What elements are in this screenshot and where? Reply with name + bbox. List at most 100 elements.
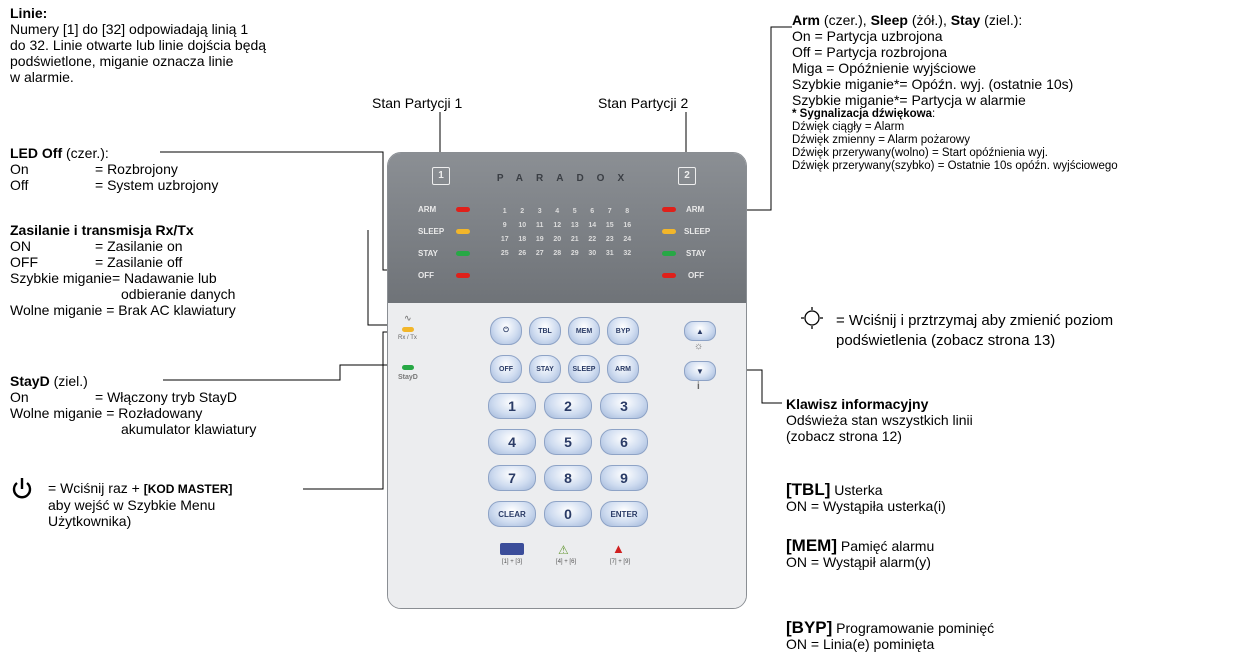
sleep-key[interactable]: SLEEP xyxy=(568,355,600,383)
mem-line: ON = Wystąpił alarm(y) xyxy=(786,554,931,570)
byp-key-button[interactable]: BYP xyxy=(607,317,639,345)
zone-led-number: 19 xyxy=(535,236,544,243)
key-6[interactable]: 6 xyxy=(600,429,648,455)
stayd-key: On xyxy=(10,389,29,405)
mem-key-button[interactable]: MEM xyxy=(568,317,600,345)
arm-title: Arm xyxy=(792,12,821,28)
stay-key[interactable]: STAY xyxy=(529,355,561,383)
arm-line: Off = Partycja rozbrojona xyxy=(792,44,947,60)
partition1-icon: 1 xyxy=(432,167,450,185)
partition1-label: Stan Partycji 1 xyxy=(372,95,463,111)
led-label-stay-right: STAY xyxy=(686,249,707,258)
info-title: Klawisz informacyjny xyxy=(786,396,929,412)
zasilanie-extra: odbieranie danych xyxy=(121,286,236,302)
zasilanie-key: ON xyxy=(10,238,31,254)
ac-icon: ∿ xyxy=(404,313,412,323)
zone-led-number: 23 xyxy=(605,236,614,243)
off-key[interactable]: OFF xyxy=(490,355,522,383)
tbl-line: ON = Wystąpiła usterka(i) xyxy=(786,498,946,514)
led-label-sleep-left: SLEEP xyxy=(418,227,445,236)
stayd-extra: Wolne miganie = Rozładowany xyxy=(10,405,203,421)
power-prefix: = Wciśnij raz + xyxy=(48,480,144,496)
sleep-color: (żół.), xyxy=(907,12,951,28)
info-line: Odświeża stan wszystkich linii xyxy=(786,412,973,428)
zone-led-number: 21 xyxy=(570,236,579,243)
power-line: aby wejść w Szybkie Menu xyxy=(48,497,216,513)
partition2-icon: 2 xyxy=(678,167,696,185)
police-panic-icon xyxy=(500,543,524,555)
zone-led-number: 8 xyxy=(625,208,630,215)
fire-panic-icon: ▲ xyxy=(612,541,625,556)
arm-line: Szybkie miganie*= Opóźn. wyj. (ostatnie … xyxy=(792,76,1074,92)
key-5[interactable]: 5 xyxy=(544,429,592,455)
led-label-arm-left: ARM xyxy=(418,205,437,214)
stayd-val: = Włączony tryb StayD xyxy=(95,389,237,405)
zasilanie-extra: Szybkie miganie= Nadawanie lub xyxy=(10,270,217,286)
byp-label: Programowanie pominięć xyxy=(832,620,995,636)
enter-key[interactable]: ENTER xyxy=(600,501,648,527)
led-stayd xyxy=(402,365,414,370)
partition2-label: Stan Partycji 2 xyxy=(598,95,689,111)
key-4[interactable]: 4 xyxy=(488,429,536,455)
zone-led-number: 5 xyxy=(572,208,577,215)
zone-led-number: 6 xyxy=(590,208,595,215)
ledoff-val: = System uzbrojony xyxy=(95,177,219,193)
power-key[interactable]: ⏻ xyxy=(490,317,522,345)
key-7[interactable]: 7 xyxy=(488,465,536,491)
zone-led-number: 7 xyxy=(607,208,612,215)
ledoff-key: Off xyxy=(10,177,29,193)
ledoff-key: On xyxy=(10,161,29,177)
zasilanie-val: = Zasilanie off xyxy=(95,254,183,270)
led-label-sleep-right: SLEEP xyxy=(684,227,711,236)
led-label-off-right: OFF xyxy=(688,271,704,280)
key-9[interactable]: 9 xyxy=(600,465,648,491)
linie-line: w alarmie. xyxy=(10,69,74,85)
stayd-led-label: StayD xyxy=(398,374,418,381)
linie-line: Numery [1] do [32] odpowiadają linią 1 xyxy=(10,21,249,37)
led-label-stay-left: STAY xyxy=(418,249,439,258)
power-icon xyxy=(10,476,40,502)
stayd-suffix: (ziel.) xyxy=(49,373,88,389)
power-note: = Wciśnij raz + [KOD MASTER] aby wejść w… xyxy=(48,480,232,529)
linie-note: Linie: Numery [1] do [32] odpowiadają li… xyxy=(10,5,266,85)
byp-line: ON = Linia(e) pominięta xyxy=(786,636,935,652)
led-label-arm-right: ARM xyxy=(686,205,705,214)
ledoff-note: LED Off (czer.): On= Rozbrojony Off= Sys… xyxy=(10,145,218,193)
zone-led-number: 10 xyxy=(518,222,527,229)
stay-color: (ziel.): xyxy=(980,12,1023,28)
info-key[interactable]: ▼ xyxy=(684,361,716,381)
panic-label: [1] + [3] xyxy=(501,559,523,565)
stay-title: Stay xyxy=(950,12,981,28)
keypad-button-panel: ∿ Rx / Tx StayD ⏻ TBL MEM BYP OFF STAY S… xyxy=(388,303,746,608)
zone-led-number: 26 xyxy=(518,250,527,257)
tbl-key-button[interactable]: TBL xyxy=(529,317,561,345)
zone-led-number: 14 xyxy=(588,222,597,229)
key-1[interactable]: 1 xyxy=(488,393,536,419)
zasilanie-title: Zasilanie i transmisja Rx/Tx xyxy=(10,222,194,238)
stayd-note: StayD (ziel.) On= Włączony tryb StayD Wo… xyxy=(10,373,256,437)
led-label-off-left: OFF xyxy=(418,271,434,280)
key-8[interactable]: 8 xyxy=(544,465,592,491)
sound-line: Dźwięk zmienny = Alarm pożarowy xyxy=(792,134,970,146)
power-line: Użytkownika) xyxy=(48,513,132,529)
key-2[interactable]: 2 xyxy=(544,393,592,419)
arm-key[interactable]: ARM xyxy=(607,355,639,383)
medical-panic-icon: ⚠ xyxy=(558,543,569,557)
zasilanie-val: = Zasilanie on xyxy=(95,238,183,254)
rxtx-label: Rx / Tx xyxy=(398,335,417,341)
zone-led-number: 12 xyxy=(553,222,562,229)
info-note: Klawisz informacyjny Odświeża stan wszys… xyxy=(786,396,973,444)
zone-led-number: 9 xyxy=(502,222,507,229)
key-0[interactable]: 0 xyxy=(544,501,592,527)
backlight-up-key[interactable]: ▲ xyxy=(684,321,716,341)
zone-led-number: 31 xyxy=(605,250,614,257)
clear-key[interactable]: CLEAR xyxy=(488,501,536,527)
key-3[interactable]: 3 xyxy=(600,393,648,419)
stayd-extra: akumulator klawiatury xyxy=(121,421,257,437)
zone-led-number: 22 xyxy=(588,236,597,243)
zasilanie-key: OFF xyxy=(10,254,38,270)
backlight-line: podświetlenia (zobacz strona 13) xyxy=(836,332,1056,349)
